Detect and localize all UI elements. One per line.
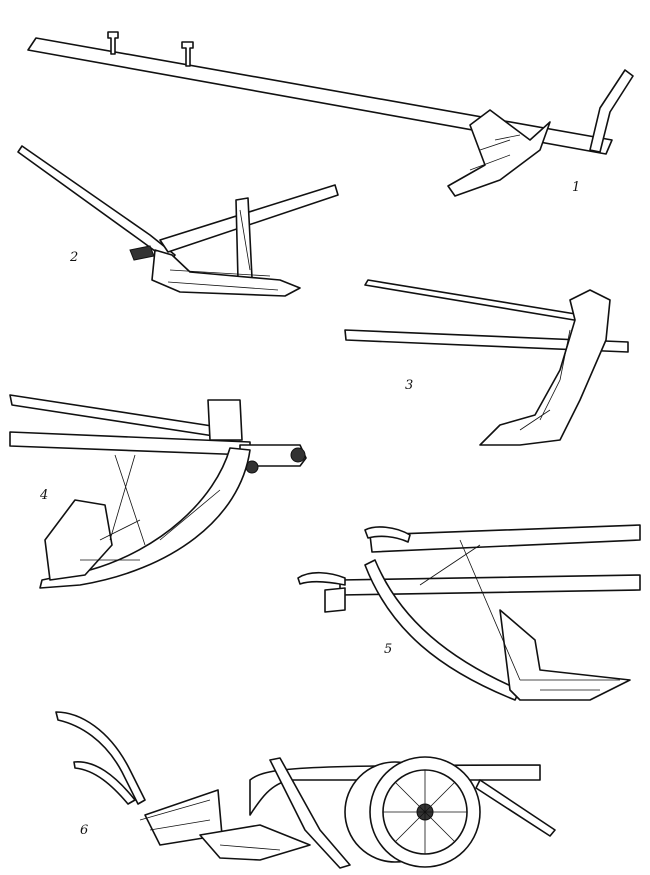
figure-label-1: 1 <box>572 180 581 195</box>
plow-5-drawing <box>297 524 641 701</box>
figure-label-3: 3 <box>405 378 414 393</box>
plow-6-drawing <box>55 711 556 869</box>
plow-3-drawing <box>344 279 629 446</box>
figure-label-4: 4 <box>40 488 49 503</box>
plow-1-drawing <box>27 31 634 197</box>
figure-label-5: 5 <box>384 642 393 657</box>
figure-label-2: 2 <box>70 250 79 265</box>
figure-label-6: 6 <box>80 823 89 838</box>
plow-4-drawing <box>9 394 307 589</box>
plow-2-drawing <box>17 145 339 297</box>
